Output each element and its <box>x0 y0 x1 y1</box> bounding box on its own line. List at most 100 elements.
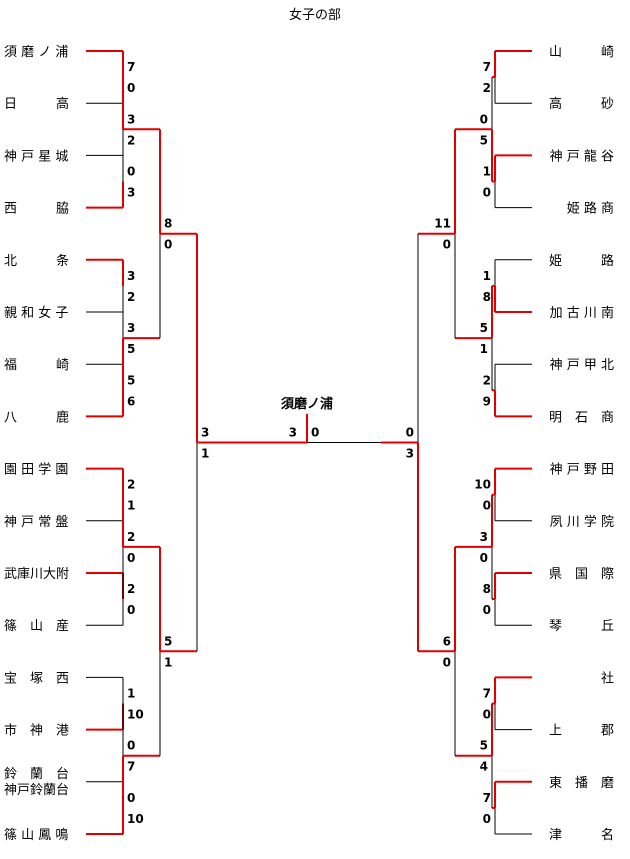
team-name: 篠 山 産 <box>4 618 69 634</box>
score: 0 <box>483 186 491 200</box>
score: 3 <box>480 530 488 544</box>
score: 3 <box>127 112 135 126</box>
score: 3 <box>127 186 135 200</box>
team-name: 日 高 <box>4 96 69 112</box>
score: 5 <box>480 739 488 753</box>
score: 7 <box>483 687 491 701</box>
score: 0 <box>127 551 135 565</box>
score: 9 <box>483 394 491 408</box>
score: 0 <box>480 112 488 126</box>
team-name: 神 戸 星 城 <box>4 149 68 164</box>
score: 8 <box>164 217 172 231</box>
score: 1 <box>201 447 209 461</box>
team-name: 県 国 際 <box>549 567 614 582</box>
score: 8 <box>483 290 491 304</box>
team-name: 市 神 港 <box>4 723 69 739</box>
score: 0 <box>483 499 491 513</box>
team-name: 北 条 <box>4 253 69 269</box>
score: 10 <box>127 812 144 826</box>
team-name: 神 戸 常 盤 <box>4 515 68 530</box>
team-name: 篠 山 鳳 鳴 <box>4 828 68 843</box>
score: 0 <box>443 655 451 669</box>
bracket-title: 女子の部 <box>289 7 341 23</box>
score: 0 <box>483 708 491 722</box>
team-name: 神 戸 甲 北 <box>550 358 614 373</box>
score: 1 <box>127 687 135 701</box>
score: 5 <box>127 342 135 356</box>
team-name: 宝 塚 西 <box>4 671 69 686</box>
team-name: 鈴 蘭 台 <box>4 766 69 782</box>
score: 0 <box>480 551 488 565</box>
score: 3 <box>127 269 135 283</box>
score: 2 <box>127 530 135 544</box>
score: 4 <box>480 760 488 774</box>
score: 2 <box>483 373 491 387</box>
score: 0 <box>127 81 135 95</box>
team-name: 須 磨 ノ 浦 <box>4 45 68 60</box>
team-name: 加 古 川 南 <box>550 305 614 321</box>
score: 7 <box>483 60 491 74</box>
champion-name: 須磨ノ浦 <box>280 396 333 412</box>
team-name-alt: 神戸鈴蘭台 <box>4 782 69 798</box>
team-name: 親 和 女 子 <box>4 305 68 321</box>
bracket-labels: 須 磨 ノ 浦日 高神 戸 星 城西 脇北 条親 和 女 子福 崎八 鹿園 田 … <box>4 45 614 843</box>
score: 0 <box>164 238 172 252</box>
team-name: 上 郡 <box>549 724 614 739</box>
team-name: 社 <box>601 670 614 686</box>
score: 0 <box>127 791 135 805</box>
score: 0 <box>127 739 135 753</box>
score: 3 <box>201 426 209 440</box>
team-name: 神 戸 龍 谷 <box>550 148 614 164</box>
team-name: 八 鹿 <box>4 409 69 425</box>
score: 1 <box>483 269 491 283</box>
score: 8 <box>483 582 491 596</box>
score: 7 <box>483 791 491 805</box>
score: 10 <box>474 478 491 492</box>
score: 11 <box>434 217 451 231</box>
team-name: 姫 路 商 <box>567 201 614 217</box>
team-name: 神 戸 野 田 <box>550 463 614 478</box>
score: 0 <box>483 812 491 826</box>
score: 7 <box>127 760 135 774</box>
score: 0 <box>483 603 491 617</box>
team-name: 武庫川大附 <box>4 567 69 582</box>
team-name: 明 石 商 <box>549 410 614 425</box>
score: 2 <box>127 478 135 492</box>
team-name: 西 脇 <box>4 202 69 217</box>
score: 5 <box>127 373 135 387</box>
final-score-left: 3 <box>289 426 297 440</box>
score: 1 <box>164 655 172 669</box>
score: 2 <box>127 290 135 304</box>
score: 2 <box>127 582 135 596</box>
score: 2 <box>483 81 491 95</box>
team-name: 園 田 学 園 <box>4 462 68 478</box>
team-name: 津 名 <box>549 827 614 843</box>
score: 3 <box>406 447 414 461</box>
score: 5 <box>164 634 172 648</box>
team-name: 姫 路 <box>549 253 614 269</box>
score: 3 <box>127 321 135 335</box>
score: 2 <box>127 133 135 147</box>
score: 7 <box>127 60 135 74</box>
bracket-lines <box>86 50 532 835</box>
team-name: 東 播 磨 <box>549 775 614 791</box>
score: 0 <box>406 426 414 440</box>
team-name: 福 崎 <box>4 358 69 373</box>
score: 6 <box>443 634 451 648</box>
score: 0 <box>127 603 135 617</box>
team-name: 夙 川 学 院 <box>550 514 614 530</box>
score: 5 <box>480 133 488 147</box>
team-name: 高 砂 <box>549 96 614 112</box>
score: 0 <box>443 238 451 252</box>
score: 6 <box>127 394 135 408</box>
score: 0 <box>127 165 135 179</box>
team-name: 琴 丘 <box>549 619 614 634</box>
score: 1 <box>127 499 135 513</box>
score: 10 <box>127 708 144 722</box>
final-score-right: 0 <box>311 426 319 440</box>
score: 5 <box>480 321 488 335</box>
score: 1 <box>480 342 488 356</box>
team-name: 山 崎 <box>549 45 614 60</box>
score: 1 <box>483 165 491 179</box>
